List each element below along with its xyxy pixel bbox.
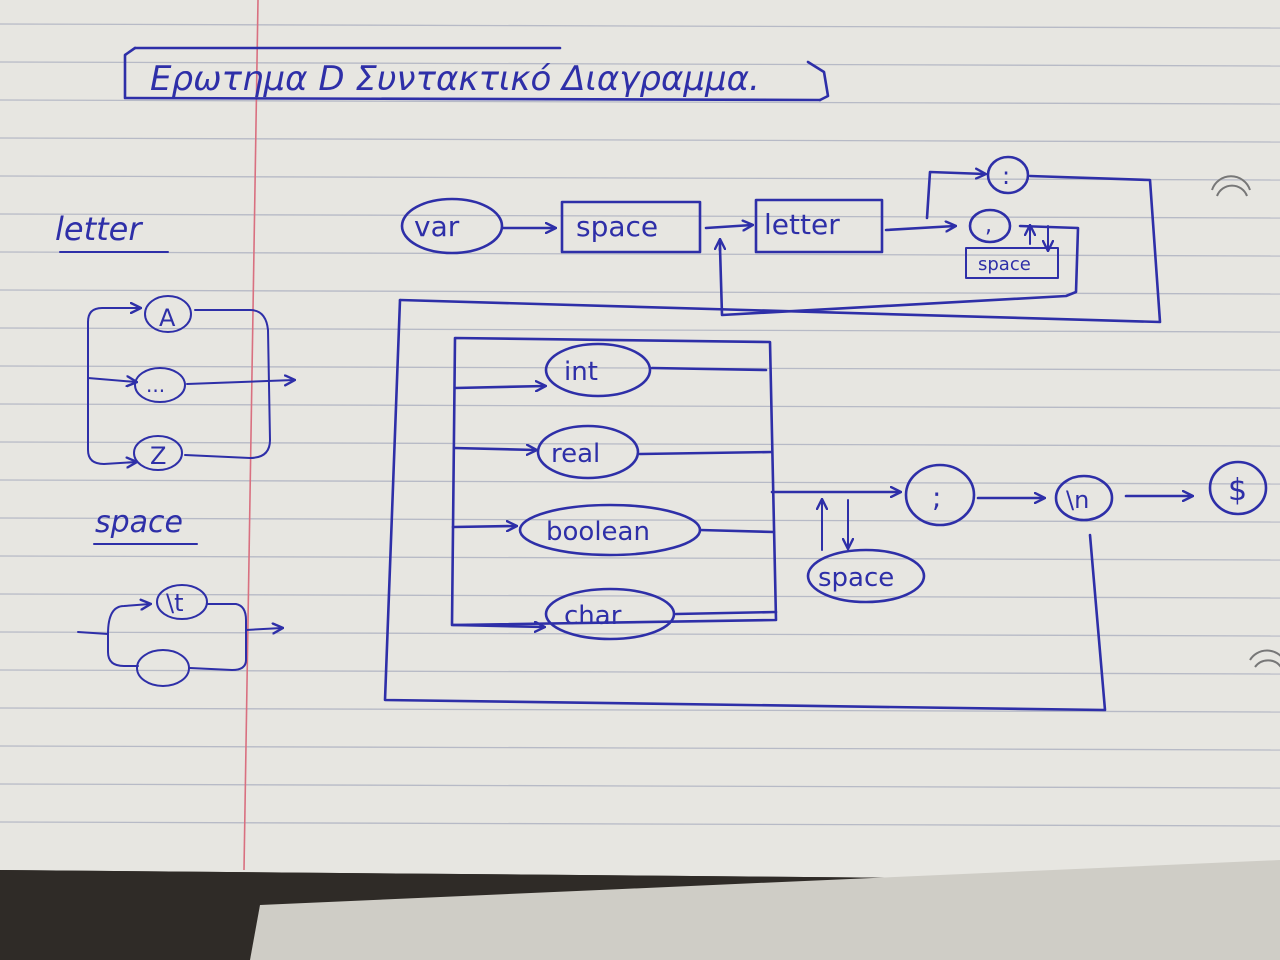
type-int-shape bbox=[544, 342, 652, 398]
colon-node: : bbox=[1002, 162, 1010, 190]
colon-node-shape bbox=[986, 155, 1030, 195]
letter-node-a-circle bbox=[144, 295, 192, 333]
space-diagram-label: space bbox=[95, 505, 183, 540]
main-diagram-lines bbox=[383, 172, 1192, 712]
letter-diagram bbox=[87, 295, 294, 471]
var-node-shape bbox=[400, 197, 504, 255]
semicolon-node-shape bbox=[904, 463, 976, 527]
paper-sheet bbox=[0, 0, 1280, 900]
space-box-shape bbox=[560, 200, 702, 254]
ruled-lines bbox=[0, 23, 1280, 827]
margin-line bbox=[243, 0, 259, 871]
space-node-tab: \t bbox=[166, 589, 184, 617]
end-node-shape bbox=[1208, 460, 1268, 516]
title-bracket bbox=[123, 46, 830, 102]
space-box: space bbox=[576, 210, 658, 243]
type-boolean: boolean bbox=[546, 517, 650, 547]
semicolon-space-shape bbox=[806, 548, 926, 604]
type-char: char bbox=[564, 601, 622, 631]
type-real: real bbox=[551, 439, 600, 469]
type-int: int bbox=[564, 357, 598, 387]
semicolon-space: space bbox=[818, 563, 894, 593]
loop-space-box: space bbox=[978, 254, 1031, 275]
space-diagram bbox=[77, 584, 282, 687]
letter-node-a: A bbox=[159, 304, 176, 332]
letter-node-dots-circle bbox=[134, 367, 186, 403]
var-node: var bbox=[414, 210, 460, 243]
semicolon-node: ; bbox=[932, 481, 941, 514]
letter-node-z: Z bbox=[150, 442, 166, 470]
page-title: Ερωτημα D Συντακτικό Διαγραμμα. bbox=[150, 59, 760, 99]
type-real-shape bbox=[536, 424, 640, 480]
binder-hole-top bbox=[1211, 175, 1251, 197]
binder-hole-bottom bbox=[1249, 649, 1280, 668]
space-node-blank-circle bbox=[136, 649, 190, 687]
letter-box: letter bbox=[764, 208, 840, 241]
letter-node-dots: ... bbox=[146, 373, 165, 397]
space-node-tab-circle bbox=[156, 584, 208, 620]
type-char-shape bbox=[544, 587, 676, 641]
letter-diagram-label: letter bbox=[55, 210, 143, 248]
comma-node: , bbox=[985, 213, 992, 238]
newline-node-shape bbox=[1054, 474, 1114, 522]
end-node: $ bbox=[1228, 473, 1247, 508]
lower-sheet bbox=[250, 860, 1280, 960]
letter-node-z-circle bbox=[133, 435, 183, 471]
letter-box-shape bbox=[754, 198, 884, 254]
newline-node: \n bbox=[1066, 486, 1089, 514]
type-boolean-shape bbox=[518, 503, 702, 557]
comma-node-shape bbox=[968, 208, 1012, 244]
loop-space-box-shape bbox=[965, 247, 1059, 279]
